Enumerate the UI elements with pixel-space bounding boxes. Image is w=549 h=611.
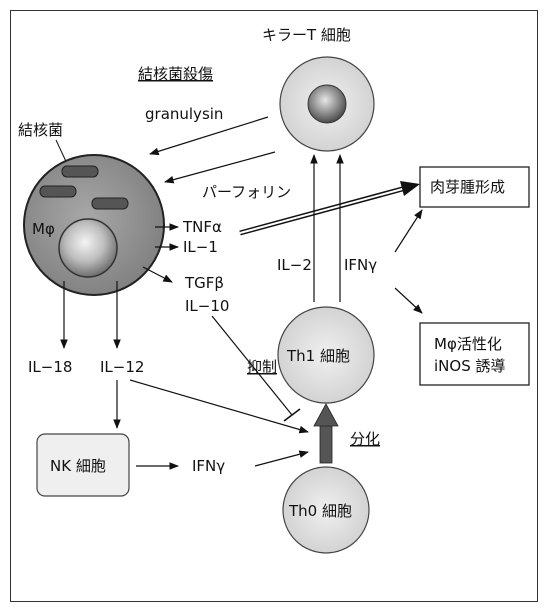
th0-cell [282,466,370,554]
bacterium-3 [91,197,129,210]
figure-frame [10,10,538,602]
arrow-tnf-granuloma-head [400,181,420,196]
arrow-granulysin [149,116,269,156]
th1-label: Th1 細胞 [286,347,350,365]
th0-label: Th0 細胞 [288,502,352,520]
granuloma-box [419,166,530,208]
perforin-label: パーフォリン [202,183,291,201]
activation-box [419,322,530,386]
arrow-ifn-diff [254,450,309,467]
arrow-ifn-activation [394,287,423,314]
nk-label: NK 細胞 [50,457,106,475]
arrow-il12-diff [129,379,309,434]
ifn-nk-label: IFNγ [192,457,225,475]
tb-bacteria-label: 結核菌 [18,121,63,139]
title-tb-killing: 結核菌殺傷 [138,65,213,83]
arrow-tnf-granuloma-inner [239,187,407,234]
tnf-label: TNFα [182,218,222,236]
ifn-top-label: IFNγ [344,256,377,274]
th1-cell [277,306,375,404]
arrow-perforin [164,151,276,184]
il1-label: IL−1 [183,238,218,256]
bacterium-2 [39,185,77,198]
il12-label: IL−12 [100,358,144,376]
granulysin-label: granulysin [145,105,223,123]
activation-line1: Mφ活性化 [434,335,502,353]
arrow-tgf [142,266,173,283]
diff-arrow-head [313,403,339,427]
suppression-label: 抑制 [247,358,277,376]
activation-line2: iNOS 誘導 [434,357,506,375]
il10-label: IL−10 [185,297,229,315]
killer-t-nucleus [307,84,347,124]
macrophage-label: Mφ [32,220,55,238]
inhibition-line [211,315,293,416]
granuloma-label: 肉芽腫形成 [430,178,505,196]
differentiation-label: 分化 [350,430,380,448]
bacterium-1 [61,165,99,178]
inhibition-bar [283,408,301,422]
macrophage-nucleus [58,218,118,278]
killer-t-label: キラーT 細胞 [262,26,351,44]
diff-arrow-shaft [319,424,333,464]
il2-label: IL−2 [277,256,312,274]
il18-label: IL−18 [28,358,72,376]
arrow-ifn-granuloma [394,209,423,253]
nk-box [36,433,130,497]
tgf-label: TGFβ [184,274,224,292]
